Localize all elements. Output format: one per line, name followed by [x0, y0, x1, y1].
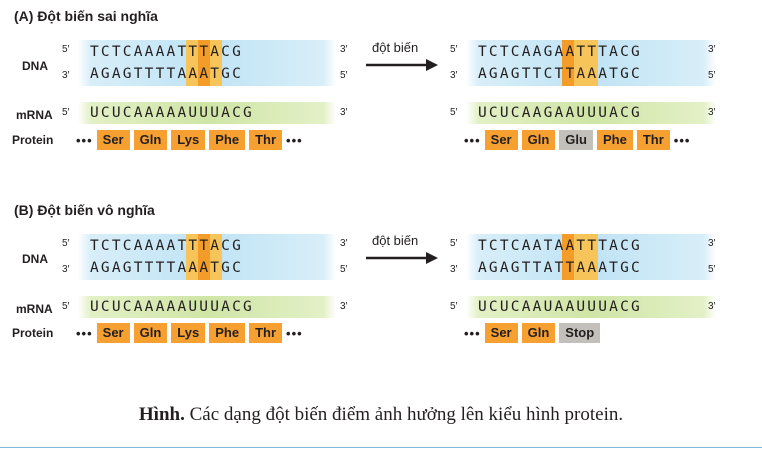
panel-a-dna-label: DNA: [22, 59, 48, 73]
ellipsis: •••: [673, 132, 691, 148]
stop-codon: Stop: [559, 323, 601, 343]
panel-a-left-dna-bottom-5end: 5′: [340, 70, 348, 81]
amino-acid: Lys: [171, 323, 206, 343]
panel-b-right-mrna: UCUCAAUAAUUUACG: [478, 299, 642, 315]
panel-a-left-mrna-5end: 5′: [62, 107, 70, 118]
panel-a-right-mrna-5end: 5′: [450, 107, 458, 118]
panel-a-right-dna-bottom: AGAGTTCTTAAATGC: [478, 66, 642, 82]
panel-b-right-mrna-band: [466, 296, 716, 318]
changed-amino-acid: Glu: [559, 130, 593, 150]
bottom-rule: [0, 447, 762, 448]
panel-a-right-base-highlight: [562, 40, 574, 86]
panel-b-mutation-arrow-icon: [366, 252, 438, 264]
panel-b-right-base-highlight: [562, 234, 574, 280]
panel-a-left-dna-top-5end: 5′: [62, 44, 70, 55]
panel-b-left-mrna-5end: 5′: [62, 301, 70, 312]
caption-label: Hình.: [138, 404, 185, 425]
figure-caption: Hình. Các dạng đột biến điểm ảnh hưởng l…: [0, 404, 762, 426]
ellipsis: •••: [76, 325, 93, 341]
ellipsis: •••: [464, 132, 481, 148]
panel-a-right-dna-bottom-3end: 3′: [450, 70, 458, 81]
amino-acid: Ser: [96, 130, 130, 150]
panel-b-left-dna-bottom-3end: 3′: [62, 264, 70, 275]
panel-b-right-dna-top-5end: 5′: [450, 238, 458, 249]
panel-b-left-base-highlight: [198, 234, 210, 280]
panel-a-mutation-arrow-icon: [366, 59, 438, 71]
ellipsis: •••: [286, 132, 303, 148]
panel-b-title: (B) Đột biến vô nghĩa: [14, 202, 155, 218]
ellipsis: •••: [76, 132, 93, 148]
amino-acid: Gln: [521, 323, 556, 343]
panel-a-right-dna-top-5end: 5′: [450, 44, 458, 55]
amino-acid: Phe: [209, 130, 246, 150]
panel-b-dna-label: DNA: [22, 252, 48, 266]
panel-a-protein-label: Protein: [12, 133, 54, 147]
panel-b-protein-label: Protein: [12, 326, 54, 340]
panel-a-right-dna-top: TCTCAAGAATTTACG: [478, 44, 642, 60]
panel-b-arrow-label: đột biến: [372, 233, 419, 248]
panel-b-mrna-label: mRNA: [16, 302, 53, 316]
ellipsis: •••: [286, 325, 303, 341]
panel-b-right-mrna-3end: 3′: [708, 301, 716, 312]
panel-b-right-dna-bottom-3end: 3′: [450, 264, 458, 275]
amino-acid: Phe: [209, 323, 246, 343]
panel-a-right-mrna-band: [466, 102, 716, 124]
amino-acid: Ser: [484, 323, 518, 343]
panel-a-left-mrna: UCUCAAAAAUUUACG: [90, 105, 254, 121]
panel-a-left-dna-top-3end: 3′: [340, 44, 348, 55]
panel-a-right-mrna-3end: 3′: [708, 107, 716, 118]
panel-b-right-protein: ••• Ser Gln Stop: [464, 322, 601, 344]
panel-a-mrna-label: mRNA: [16, 108, 53, 122]
panel-a-left-base-highlight: [198, 40, 210, 86]
amino-acid: Ser: [484, 130, 518, 150]
amino-acid: Lys: [171, 130, 206, 150]
panel-a-left-dna-top: TCTCAAAATTTACG: [90, 44, 244, 60]
ellipsis: •••: [464, 325, 481, 341]
panel-a-left-protein: ••• Ser Gln Lys Phe Thr •••: [76, 129, 303, 151]
panel-b-left-dna-top: TCTCAAAATTTACG: [90, 238, 244, 254]
panel-b-left-dna-top-3end: 3′: [340, 238, 348, 249]
amino-acid: Thr: [249, 130, 283, 150]
panel-a-arrow-label: đột biến: [372, 40, 419, 55]
panel-b-left-mrna-3end: 3′: [340, 301, 348, 312]
amino-acid: Thr: [636, 130, 670, 150]
panel-b-left-dna-bottom: AGAGTTTTAAATGC: [90, 260, 244, 276]
panel-a-left-dna-bottom: AGAGTTTTAAATGC: [90, 66, 244, 82]
panel-b-right-dna-top-3end: 3′: [708, 238, 716, 249]
panel-b-left-mrna: UCUCAAAAAUUUACG: [90, 299, 254, 315]
caption-text: Các dạng đột biến điểm ảnh hưởng lên kiể…: [184, 404, 624, 425]
panel-b-left-protein: ••• Ser Gln Lys Phe Thr •••: [76, 322, 303, 344]
panel-b-left-dna-top-5end: 5′: [62, 238, 70, 249]
amino-acid: Gln: [133, 130, 168, 150]
amino-acid: Gln: [133, 323, 168, 343]
amino-acid: Ser: [96, 323, 130, 343]
panel-b-left-mrna-band: [78, 296, 336, 318]
panel-b-right-mrna-5end: 5′: [450, 301, 458, 312]
panel-a-left-mrna-3end: 3′: [340, 107, 348, 118]
panel-a-right-dna-bottom-5end: 5′: [708, 70, 716, 81]
panel-b-right-dna-top: TCTCAATAATTTACG: [478, 238, 642, 254]
amino-acid: Phe: [596, 130, 633, 150]
panel-a-right-mrna: UCUCAAGAAUUUACG: [478, 105, 642, 121]
panel-a-left-dna-bottom-3end: 3′: [62, 70, 70, 81]
panel-a-title: (A) Đột biến sai nghĩa: [14, 8, 158, 24]
panel-b-right-dna-bottom-5end: 5′: [708, 264, 716, 275]
panel-a-right-protein: ••• Ser Gln Glu Phe Thr •••: [464, 129, 690, 151]
amino-acid: Gln: [521, 130, 556, 150]
panel-b-right-dna-bottom: AGAGTTATTAAATGC: [478, 260, 642, 276]
panel-a-left-mrna-band: [78, 102, 336, 124]
panel-a-right-dna-top-3end: 3′: [708, 44, 716, 55]
panel-b-left-dna-bottom-5end: 5′: [340, 264, 348, 275]
amino-acid: Thr: [249, 323, 283, 343]
